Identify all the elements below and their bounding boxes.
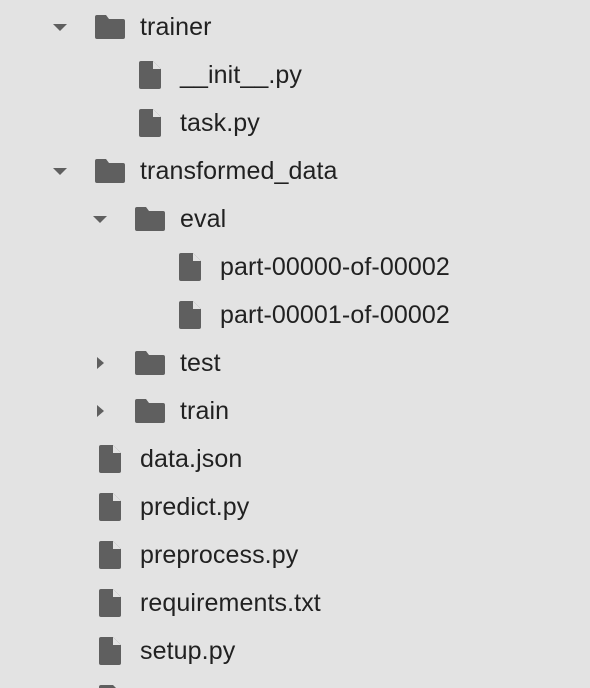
file-icon — [97, 491, 123, 523]
folder-icon — [133, 205, 167, 233]
file-label: preprocess.py — [140, 541, 299, 569]
file-icon — [97, 587, 123, 619]
caret-right-icon[interactable] — [91, 402, 109, 420]
folder-icon — [133, 349, 167, 377]
tree-item-train-folder[interactable]: train — [0, 387, 590, 435]
file-label: data.json — [140, 445, 243, 473]
file-icon — [97, 539, 123, 571]
caret-down-icon[interactable] — [51, 162, 69, 180]
tree-item-trainer-folder[interactable]: trainer — [0, 3, 590, 51]
file-label: part-00000-of-00002 — [220, 253, 450, 281]
tree-item-test-folder[interactable]: test — [0, 339, 590, 387]
folder-label: train — [180, 397, 230, 425]
tree-item-eval-folder[interactable]: eval — [0, 195, 590, 243]
tree-item-preprocess-file[interactable]: preprocess.py — [0, 531, 590, 579]
tree-item-part-00000-file[interactable]: part-00000-of-00002 — [0, 243, 590, 291]
caret-down-icon[interactable] — [91, 210, 109, 228]
file-icon — [177, 251, 203, 283]
folder-icon — [93, 157, 127, 185]
folder-icon — [133, 397, 167, 425]
folder-label: test — [180, 349, 221, 377]
file-label: task.py — [180, 109, 260, 137]
folder-icon — [93, 13, 127, 41]
caret-down-icon[interactable] — [51, 18, 69, 36]
file-label: predict.py — [140, 493, 250, 521]
tree-item-init-file[interactable]: __init__.py — [0, 51, 590, 99]
folder-label: trainer — [140, 13, 212, 41]
file-icon — [97, 443, 123, 475]
file-label: __init__.py — [180, 61, 303, 89]
file-label: requirements.txt — [140, 589, 321, 617]
tree-item-transformed-data-folder[interactable]: transformed_data — [0, 147, 590, 195]
file-label: part-00001-of-00002 — [220, 301, 450, 329]
tree-item-requirements-file[interactable]: requirements.txt — [0, 579, 590, 627]
caret-right-icon[interactable] — [91, 354, 109, 372]
tree-item-setup-file[interactable]: setup.py — [0, 627, 590, 675]
folder-label: eval — [180, 205, 227, 233]
folder-label: transformed_data — [140, 157, 338, 185]
file-icon — [97, 635, 123, 667]
file-icon — [177, 299, 203, 331]
file-icon — [137, 59, 163, 91]
file-icon — [97, 683, 123, 688]
tree-item-predict-file[interactable]: predict.py — [0, 483, 590, 531]
tree-item-data-json-file[interactable]: data.json — [0, 435, 590, 483]
file-icon — [137, 107, 163, 139]
tree-item-partial[interactable] — [0, 675, 590, 688]
tree-item-part-00001-file[interactable]: part-00001-of-00002 — [0, 291, 590, 339]
file-label: setup.py — [140, 637, 236, 665]
tree-item-task-file[interactable]: task.py — [0, 99, 590, 147]
